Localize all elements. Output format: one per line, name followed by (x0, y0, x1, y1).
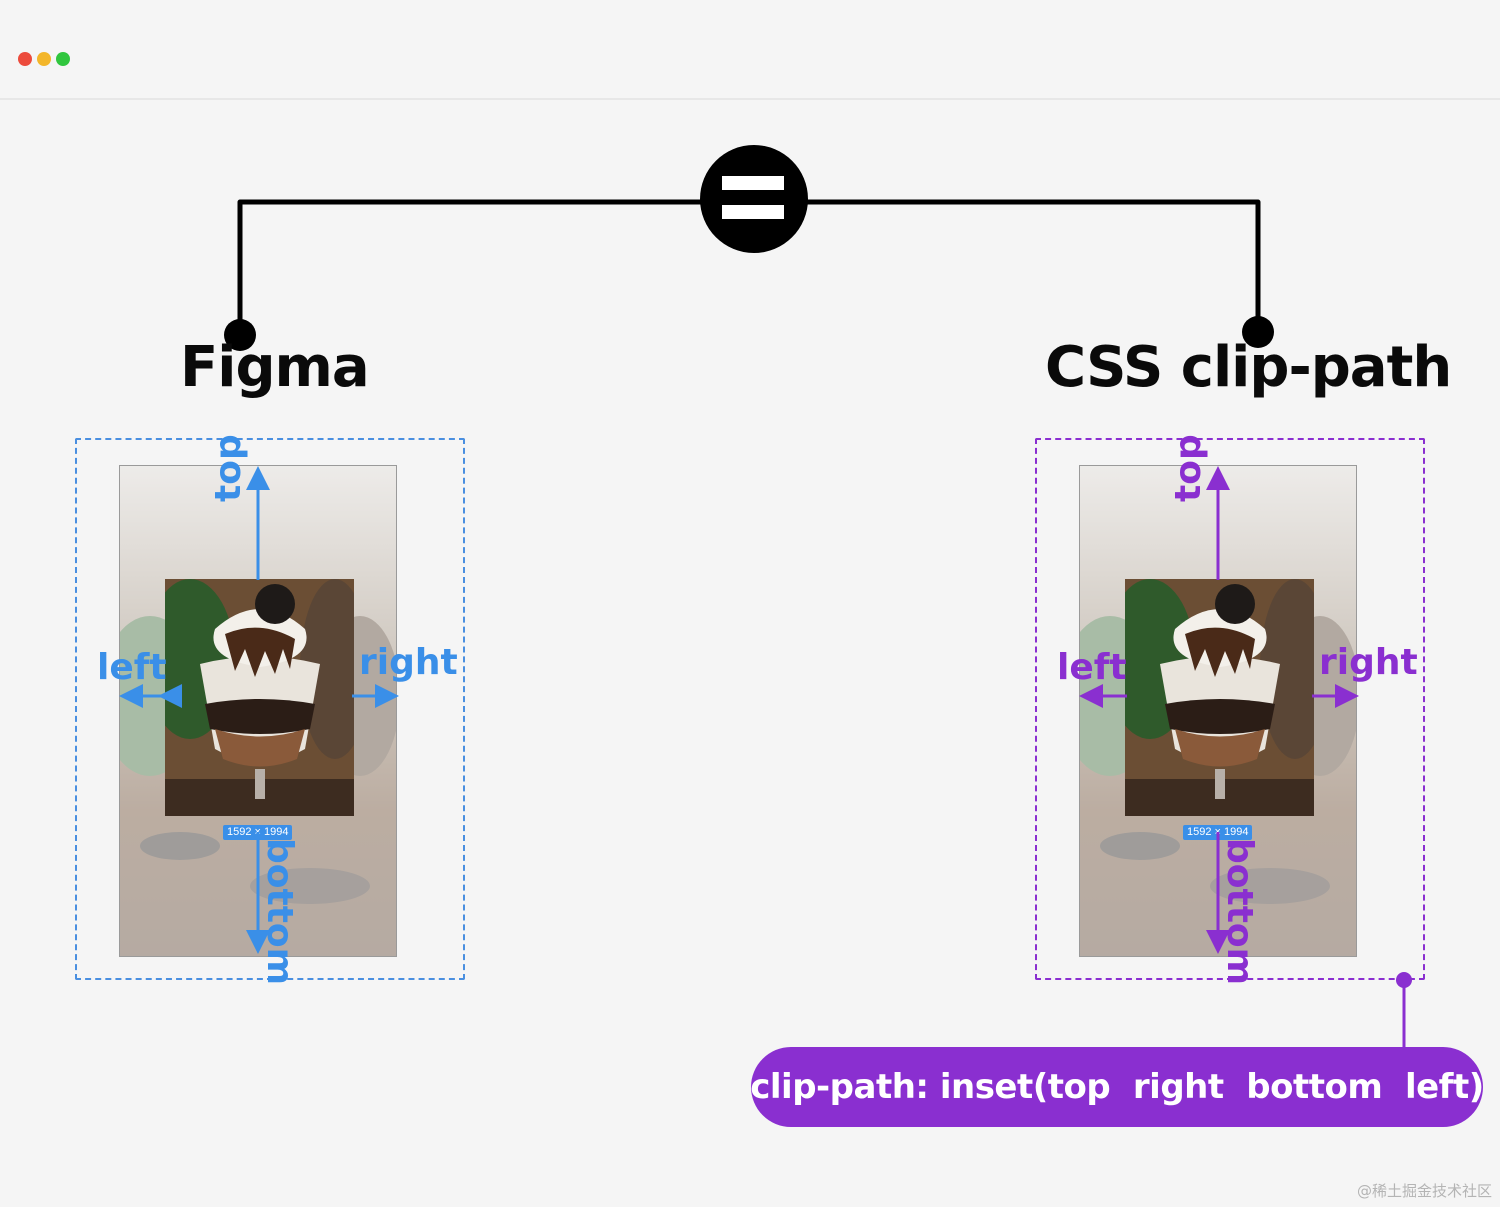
window-title-bar (0, 0, 1500, 100)
code-callout-dot (1396, 972, 1412, 988)
connector-right-dot (1242, 316, 1274, 348)
top-label: top (1168, 434, 1209, 502)
clip-path-inset-arrows (1079, 466, 1359, 954)
cropped-dessert-image (165, 579, 354, 816)
top-label: top (208, 434, 249, 502)
right-label: right (1319, 642, 1418, 683)
figma-inset-arrows (119, 466, 399, 954)
bottom-label: bottom (1219, 838, 1260, 986)
css-clip-path-title: CSS clip-path (1045, 335, 1452, 400)
window-minimize-button[interactable] (37, 52, 51, 66)
watermark: @稀土掘金技术社区 (1356, 1182, 1492, 1200)
crop-region (165, 579, 354, 816)
left-label: left (97, 647, 167, 688)
clip-path-code-callout: clip-path: inset(top right bottom left) (750, 1047, 1484, 1127)
connector-left-dot (224, 319, 256, 351)
left-label: left (1057, 647, 1127, 688)
figma-title: Figma (180, 335, 370, 400)
equals-icon (700, 145, 808, 253)
figma-panel: 1592 × 1994 left right top bottom (75, 434, 465, 985)
crop-region (1125, 579, 1314, 816)
cropped-dessert-image (1125, 579, 1314, 816)
bottom-label: bottom (259, 838, 300, 986)
css-clip-path-panel: 1592 × 1994 left right top bottom (1035, 434, 1425, 985)
right-label: right (359, 642, 458, 683)
window-close-button[interactable] (18, 52, 32, 66)
window-maximize-button[interactable] (56, 52, 70, 66)
